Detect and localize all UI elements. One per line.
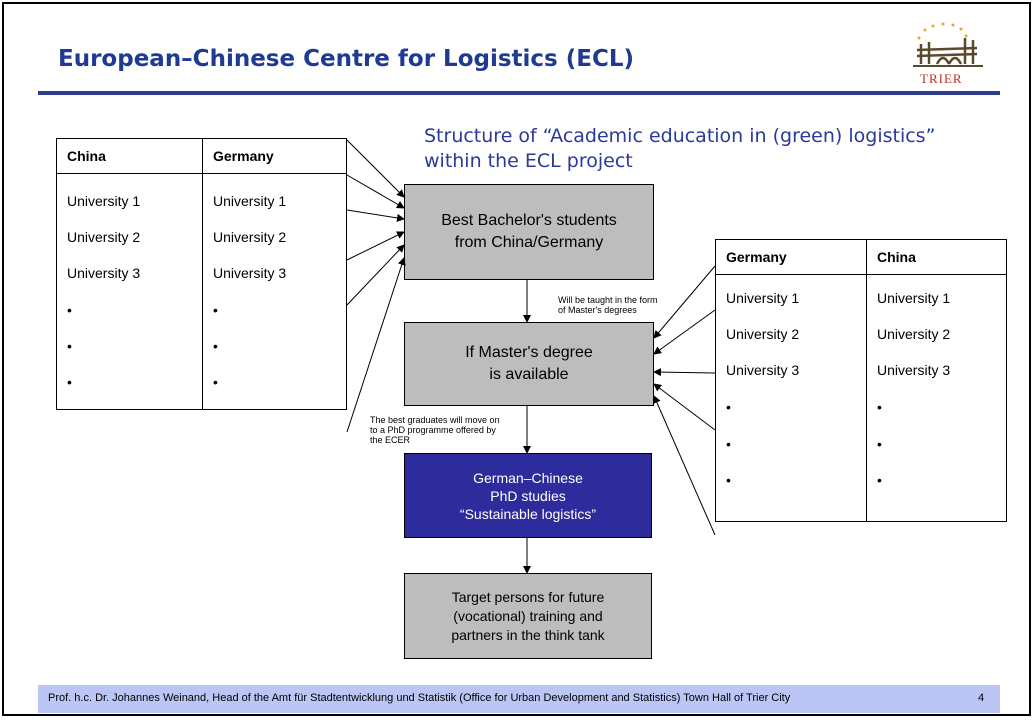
arrow-right-table-1: [653, 265, 716, 339]
right-university-table: Germany China University 1 University 2 …: [715, 239, 1007, 522]
arrow-left-table-1: [346, 139, 405, 198]
column-header: Germany: [726, 249, 787, 265]
arrow-left-table-6: [346, 257, 406, 433]
bachelor-students-text: Best Bachelor's students from China/Germ…: [441, 212, 617, 251]
table-cell: University 1: [67, 193, 141, 209]
arrow-left-table-5: [346, 244, 405, 306]
table-cell: •: [726, 436, 731, 452]
table-cell: •: [67, 374, 72, 390]
arrow-left-table-2: [346, 174, 405, 209]
table-cell: •: [877, 472, 882, 488]
masters-note: Will be taught in the form of Master's d…: [558, 295, 658, 315]
column-header: China: [877, 249, 916, 265]
bachelor-students-box: Best Bachelor's students from China/Germ…: [404, 184, 654, 280]
table-cell: •: [67, 302, 72, 318]
subtitle-line-1: Structure of “Academic education in (gre…: [424, 125, 936, 147]
table-cell: University 3: [726, 362, 800, 378]
table-cell: University 1: [726, 290, 800, 306]
arrow-right-table-3: [653, 368, 716, 377]
table-cell: University 2: [877, 326, 951, 342]
table-cell: •: [213, 374, 218, 390]
table-cell: •: [877, 436, 882, 452]
arrow-left-table-3: [346, 209, 405, 222]
table-cell: University 3: [877, 362, 951, 378]
arrow-left-table-4: [346, 231, 405, 261]
logo-text: TRIER: [920, 71, 963, 86]
table-cell: •: [877, 399, 882, 415]
table-header-row: [57, 139, 346, 174]
arrow-right-table-2: [653, 309, 716, 355]
column-header: Germany: [213, 148, 274, 164]
column-header: China: [67, 148, 106, 164]
table-header-row: [716, 240, 1006, 275]
table-cell: •: [67, 338, 72, 354]
page-number: 4: [978, 692, 985, 704]
table-cell: •: [726, 399, 731, 415]
slide-title: European–Chinese Centre for Logistics (E…: [58, 46, 635, 72]
arrow-right-table-5: [653, 395, 716, 536]
target-persons-box: Target persons for future (vocational) t…: [404, 573, 652, 659]
table-cell: •: [213, 302, 218, 318]
target-persons-text: Target persons for future (vocational) t…: [451, 588, 605, 643]
table-cell: •: [726, 472, 731, 488]
footer-credit: Prof. h.c. Dr. Johannes Weinand, Head of…: [48, 692, 791, 704]
diagram-subtitle: Structure of “Academic education in (gre…: [424, 124, 935, 174]
arrow-right-table-4: [653, 383, 716, 431]
column-divider: [202, 139, 203, 409]
left-university-table: China Germany University 1 University 2 …: [56, 138, 347, 410]
title-divider: [38, 91, 1000, 95]
table-cell: University 3: [67, 265, 141, 281]
table-cell: University 2: [726, 326, 800, 342]
subtitle-line-2: within the ECL project: [424, 150, 633, 172]
phd-studies-text: German–Chinese PhD studies “Sustainable …: [459, 469, 597, 522]
table-cell: •: [213, 338, 218, 354]
footer-bar: [38, 685, 1000, 713]
table-cell: University 1: [213, 193, 287, 209]
table-cell: University 2: [213, 229, 287, 245]
phd-studies-box: German–Chinese PhD studies “Sustainable …: [404, 453, 652, 538]
table-cell: University 3: [213, 265, 287, 281]
masters-degree-box: If Master's degree is available: [404, 322, 654, 406]
table-cell: University 1: [877, 290, 951, 306]
masters-degree-text: If Master's degree is available: [465, 344, 593, 383]
trier-logo: [903, 20, 987, 90]
column-divider: [866, 240, 867, 521]
phd-note: The best graduates will move on to a PhD…: [370, 415, 500, 445]
table-cell: University 2: [67, 229, 141, 245]
